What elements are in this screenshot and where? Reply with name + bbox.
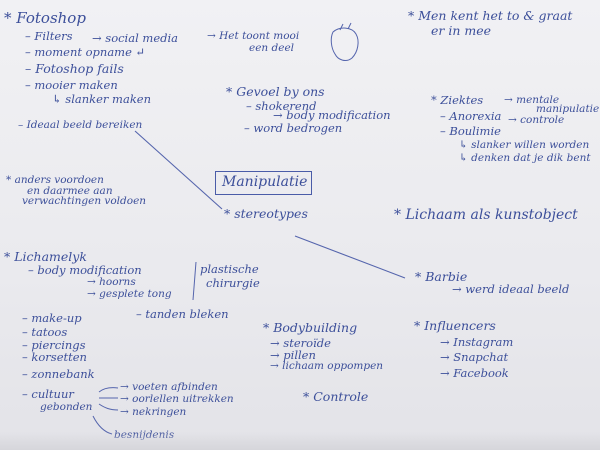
moment-opname-item: – moment opname ↵ (25, 45, 146, 59)
fotoshop-fails-item: – Fotoshop fails (25, 61, 124, 76)
een-deel-item: een deel (249, 42, 295, 54)
fotoshop-heading: * Fotoshop (4, 9, 86, 27)
korsetten-item: – korsetten (22, 350, 87, 364)
mooier-maken-item: – mooier maken (25, 78, 118, 92)
arrow-cultuur-3 (98, 403, 119, 411)
pillen-item: → pillen (270, 348, 316, 362)
gesplete-tong-item: → gesplete tong (87, 288, 172, 300)
instagram-item: → Instagram (440, 335, 514, 349)
manipulatie-item: manipulatie (536, 103, 600, 115)
stereotypes-item: * stereotypes (224, 206, 308, 221)
plastische-line2: chirurgie (206, 276, 260, 290)
hoorns-item: → hoorns (87, 276, 136, 288)
gebonden-item: gebonden (40, 401, 93, 413)
boulimie-item: – Boulimie (440, 124, 501, 138)
zonnebank-item: – zonnebank (22, 367, 95, 381)
toont-mooi-item: → Het toont mooi (207, 30, 300, 42)
controle-ziektes-item: → controle (508, 114, 565, 126)
page-bottom-shadow (0, 432, 600, 450)
top-right-note-line1: * Men kent het to & graat (408, 8, 573, 23)
schokkend-item: – shokerend (246, 99, 317, 113)
social-media-item: → social media (92, 31, 179, 45)
facebook-item: → Facebook (440, 366, 509, 380)
tatoos-item: – tatoos (22, 325, 68, 339)
piercings-item: – piercings (22, 338, 86, 352)
top-right-note-line2: er in mee (431, 23, 492, 38)
word-bedrogen-item: – word bedrogen (244, 121, 343, 135)
gevoel-heading: * Gevoel by ons (226, 84, 325, 99)
nekringen-item: → nekringen (120, 406, 187, 418)
ideaal-beeld-item: – Ideaal beeld bereiken (18, 119, 143, 131)
plastische-line1: plastische (200, 262, 259, 276)
voeten-afbinden-item: → voeten afbinden (120, 381, 218, 393)
connector-stereotypes-barbie (294, 235, 406, 279)
lichaam-oppompen-item: → lichaam oppompen (270, 360, 384, 372)
influencers-heading: * Influencers (414, 318, 496, 333)
slanker-maken-item: ↳ slanker maken (52, 92, 152, 106)
lichamelyk-heading: * Lichamelyk (4, 249, 87, 264)
anders-voordoen-line2: en daarmee aan (27, 185, 113, 197)
make-up-item: – make-up (22, 311, 82, 325)
ideaal-beeld-barbie-item: → werd ideaal beeld (452, 282, 570, 296)
steroide-item: → steroïde (270, 336, 331, 350)
central-topic: Manipulatie (222, 174, 308, 190)
slanker-worden-item: ↳ slanker willen worden (459, 139, 590, 151)
tanden-bleken-item: – tanden bleken (136, 307, 229, 321)
barbie-heading: * Barbie (415, 269, 468, 284)
cultuur-item: – cultuur (22, 387, 74, 401)
oorlellen-item: → oorlellen uitrekken (120, 393, 234, 405)
mentale-item: → mentale (504, 94, 560, 106)
anorexia-item: – Anorexia (440, 109, 502, 123)
filters-item: – Filters (25, 29, 73, 43)
hand-doodle (330, 22, 359, 62)
bodybuilding-heading: * Bodybuilding (263, 320, 358, 335)
lichaam-kunstobject-item: * Lichaam als kunstobject (394, 207, 578, 223)
arrow-cultuur-1 (98, 387, 119, 393)
body-modification-item: – body modification (28, 263, 142, 277)
controle-item: * Controle (303, 389, 369, 404)
dik-item: ↳ denken dat je dik bent (459, 152, 591, 164)
connector-ideaal-stereotypes (134, 130, 223, 210)
ziektes-heading: * Ziektes (431, 93, 484, 107)
anders-voordoen-line3: verwachtingen voldoen (22, 195, 147, 207)
snapchat-item: → Snapchat (440, 350, 509, 364)
anders-voordoen-line1: * anders voordoen (6, 174, 104, 186)
body-modification-gevoel-item: → body modification (273, 108, 391, 122)
central-topic-box (215, 171, 312, 195)
lichamelyk-divider (192, 261, 197, 301)
